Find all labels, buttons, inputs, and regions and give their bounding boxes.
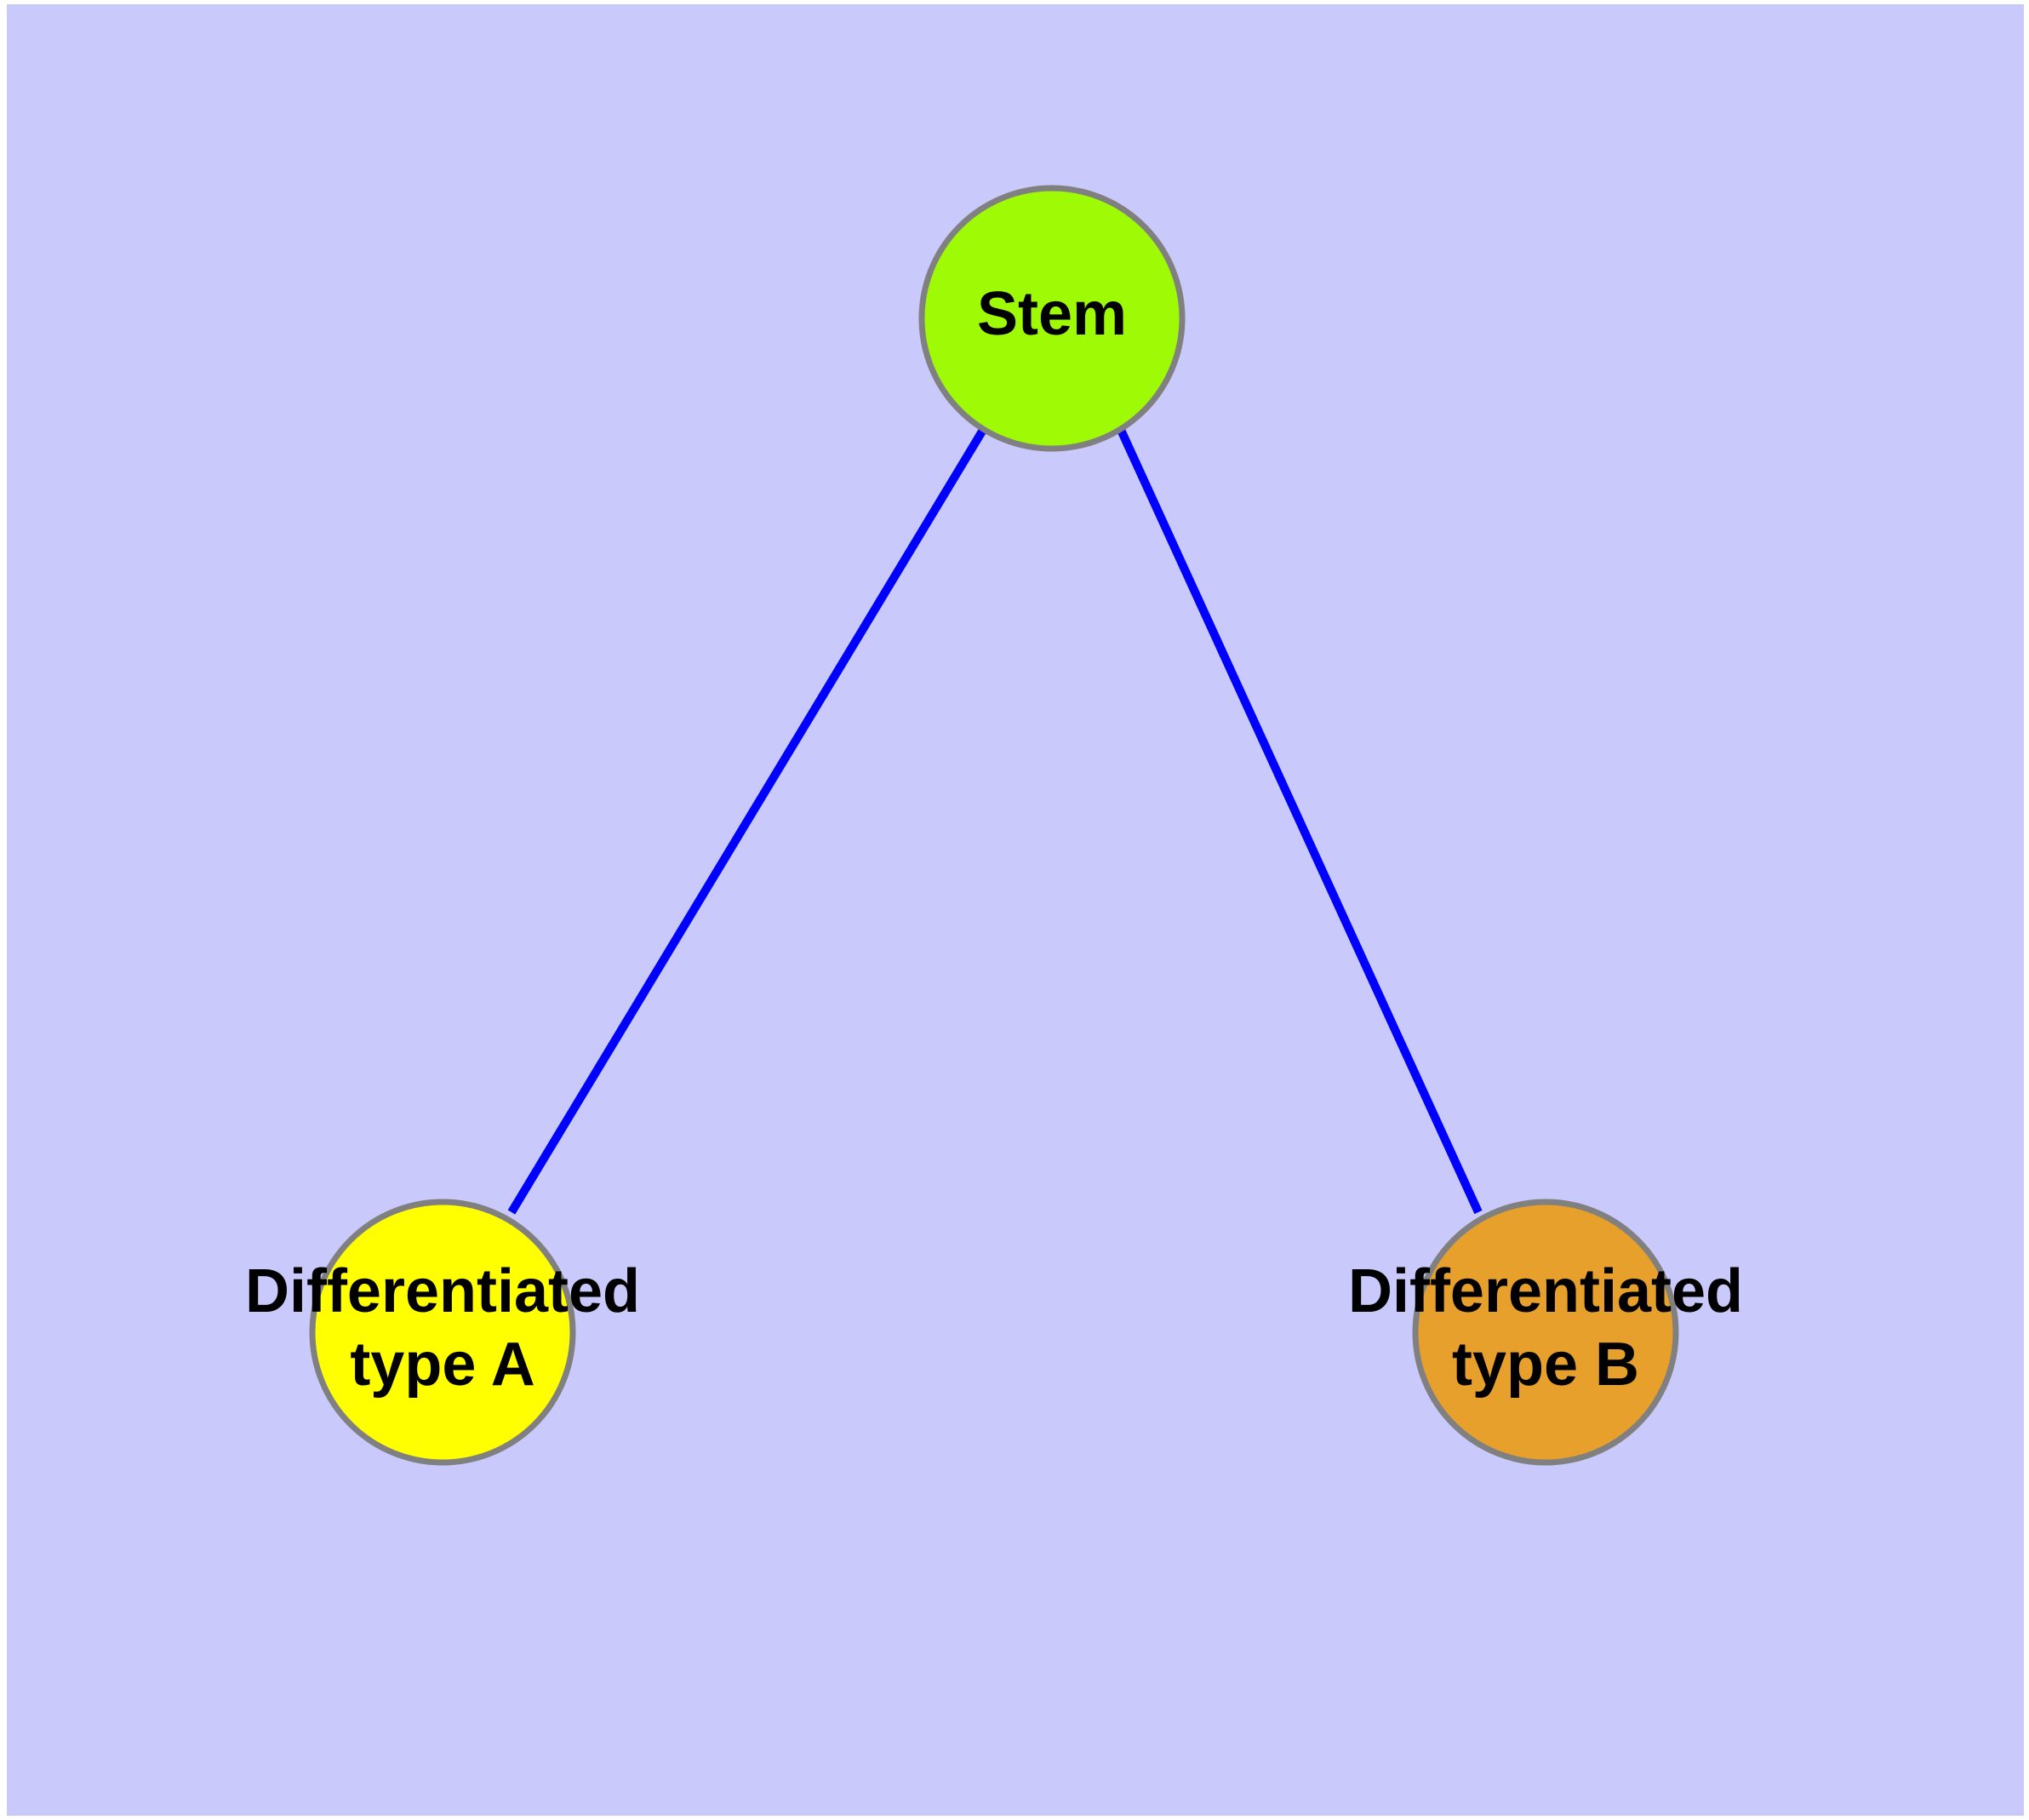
node-label-line: type B xyxy=(1452,1331,1639,1399)
node-circle-stem[interactable] xyxy=(918,185,1186,452)
node-label-line: type A xyxy=(350,1331,534,1399)
edge-stem-to-type-a[interactable] xyxy=(507,427,987,1215)
node-label-line: Differentiated xyxy=(1348,1257,1743,1325)
node-stem[interactable] xyxy=(918,185,1186,452)
node-type-b[interactable] xyxy=(1412,1199,1679,1466)
node-circle-type-a[interactable] xyxy=(309,1199,576,1466)
node-layer xyxy=(309,185,1679,1466)
node-type-a[interactable] xyxy=(309,1199,576,1466)
node-label-stem: Stem xyxy=(977,280,1127,348)
node-label-line: Stem xyxy=(977,280,1127,348)
node-label-line: Differentiated xyxy=(245,1257,640,1325)
node-circle-type-b[interactable] xyxy=(1412,1199,1679,1466)
edge-stem-to-type-b[interactable] xyxy=(1117,427,1483,1215)
edge-layer xyxy=(507,427,1483,1215)
